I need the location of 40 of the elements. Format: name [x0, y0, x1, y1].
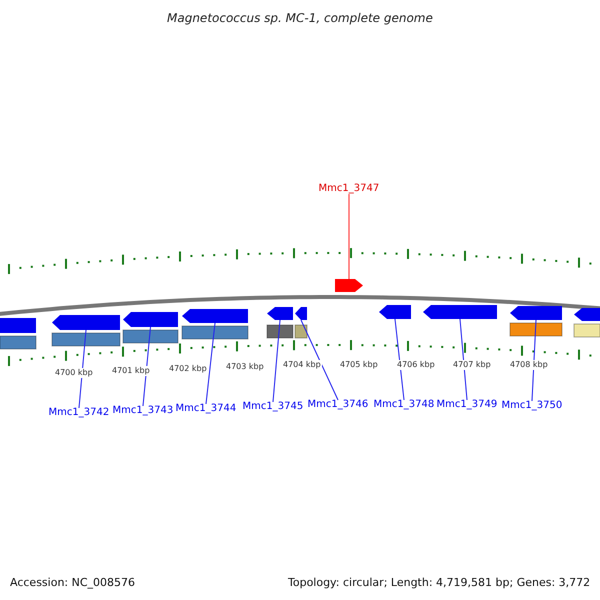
leader-line — [142, 326, 151, 406]
gene-feature — [335, 279, 363, 292]
gene-feature — [423, 305, 497, 319]
scale-label: 4700 kbp — [54, 368, 94, 378]
leader-line — [460, 318, 468, 400]
gene-label: Mmc1_3743 — [112, 406, 174, 416]
leader-line — [206, 322, 216, 404]
scale-label: 4701 kbp — [111, 366, 151, 376]
footer-text: Accession: NC_008576 — [10, 577, 136, 588]
gene-feature — [295, 307, 307, 320]
leader-line — [348, 194, 350, 280]
leader-line — [300, 320, 338, 400]
scale-label: 4707 kbp — [452, 360, 492, 370]
leader-line — [394, 318, 404, 400]
scale-label: 4703 kbp — [225, 362, 265, 372]
gene-label: Mmc1_3748 — [374, 400, 434, 410]
gene-label: Mmc1_3750 — [502, 401, 562, 411]
leader-line — [272, 320, 280, 402]
leader-line — [532, 320, 536, 402]
gene-feature — [123, 312, 178, 327]
leader-line — [78, 330, 86, 408]
title: Magnetococcus sp. MC-1, complete genome — [167, 12, 433, 24]
scale-label: 4708 kbp — [509, 360, 549, 370]
scale-label: 4705 kbp — [339, 360, 379, 370]
gene-label: Mmc1_3745 — [242, 402, 304, 412]
gene-label: Mmc1_3746 — [308, 400, 368, 410]
scale-label: 4706 kbp — [396, 360, 436, 370]
scale-label: 4704 kbp — [282, 360, 322, 370]
gene-label: Mmc1_3747 — [318, 184, 380, 194]
gene-feature — [510, 306, 562, 320]
gene-label: Mmc1_3742 — [48, 408, 110, 418]
gene-feature — [0, 318, 36, 333]
scale-label: 4702 kbp — [168, 364, 208, 374]
footer-text: Topology: circular; Length: 4,719,581 bp; Genes: 3,772 — [288, 577, 590, 588]
gene-feature — [182, 309, 248, 323]
gene-feature — [379, 305, 411, 319]
gene-feature — [267, 307, 293, 320]
gene-feature — [574, 308, 600, 321]
gene-label: Mmc1_3744 — [176, 404, 236, 414]
gene-label: Mmc1_3749 — [436, 400, 498, 410]
